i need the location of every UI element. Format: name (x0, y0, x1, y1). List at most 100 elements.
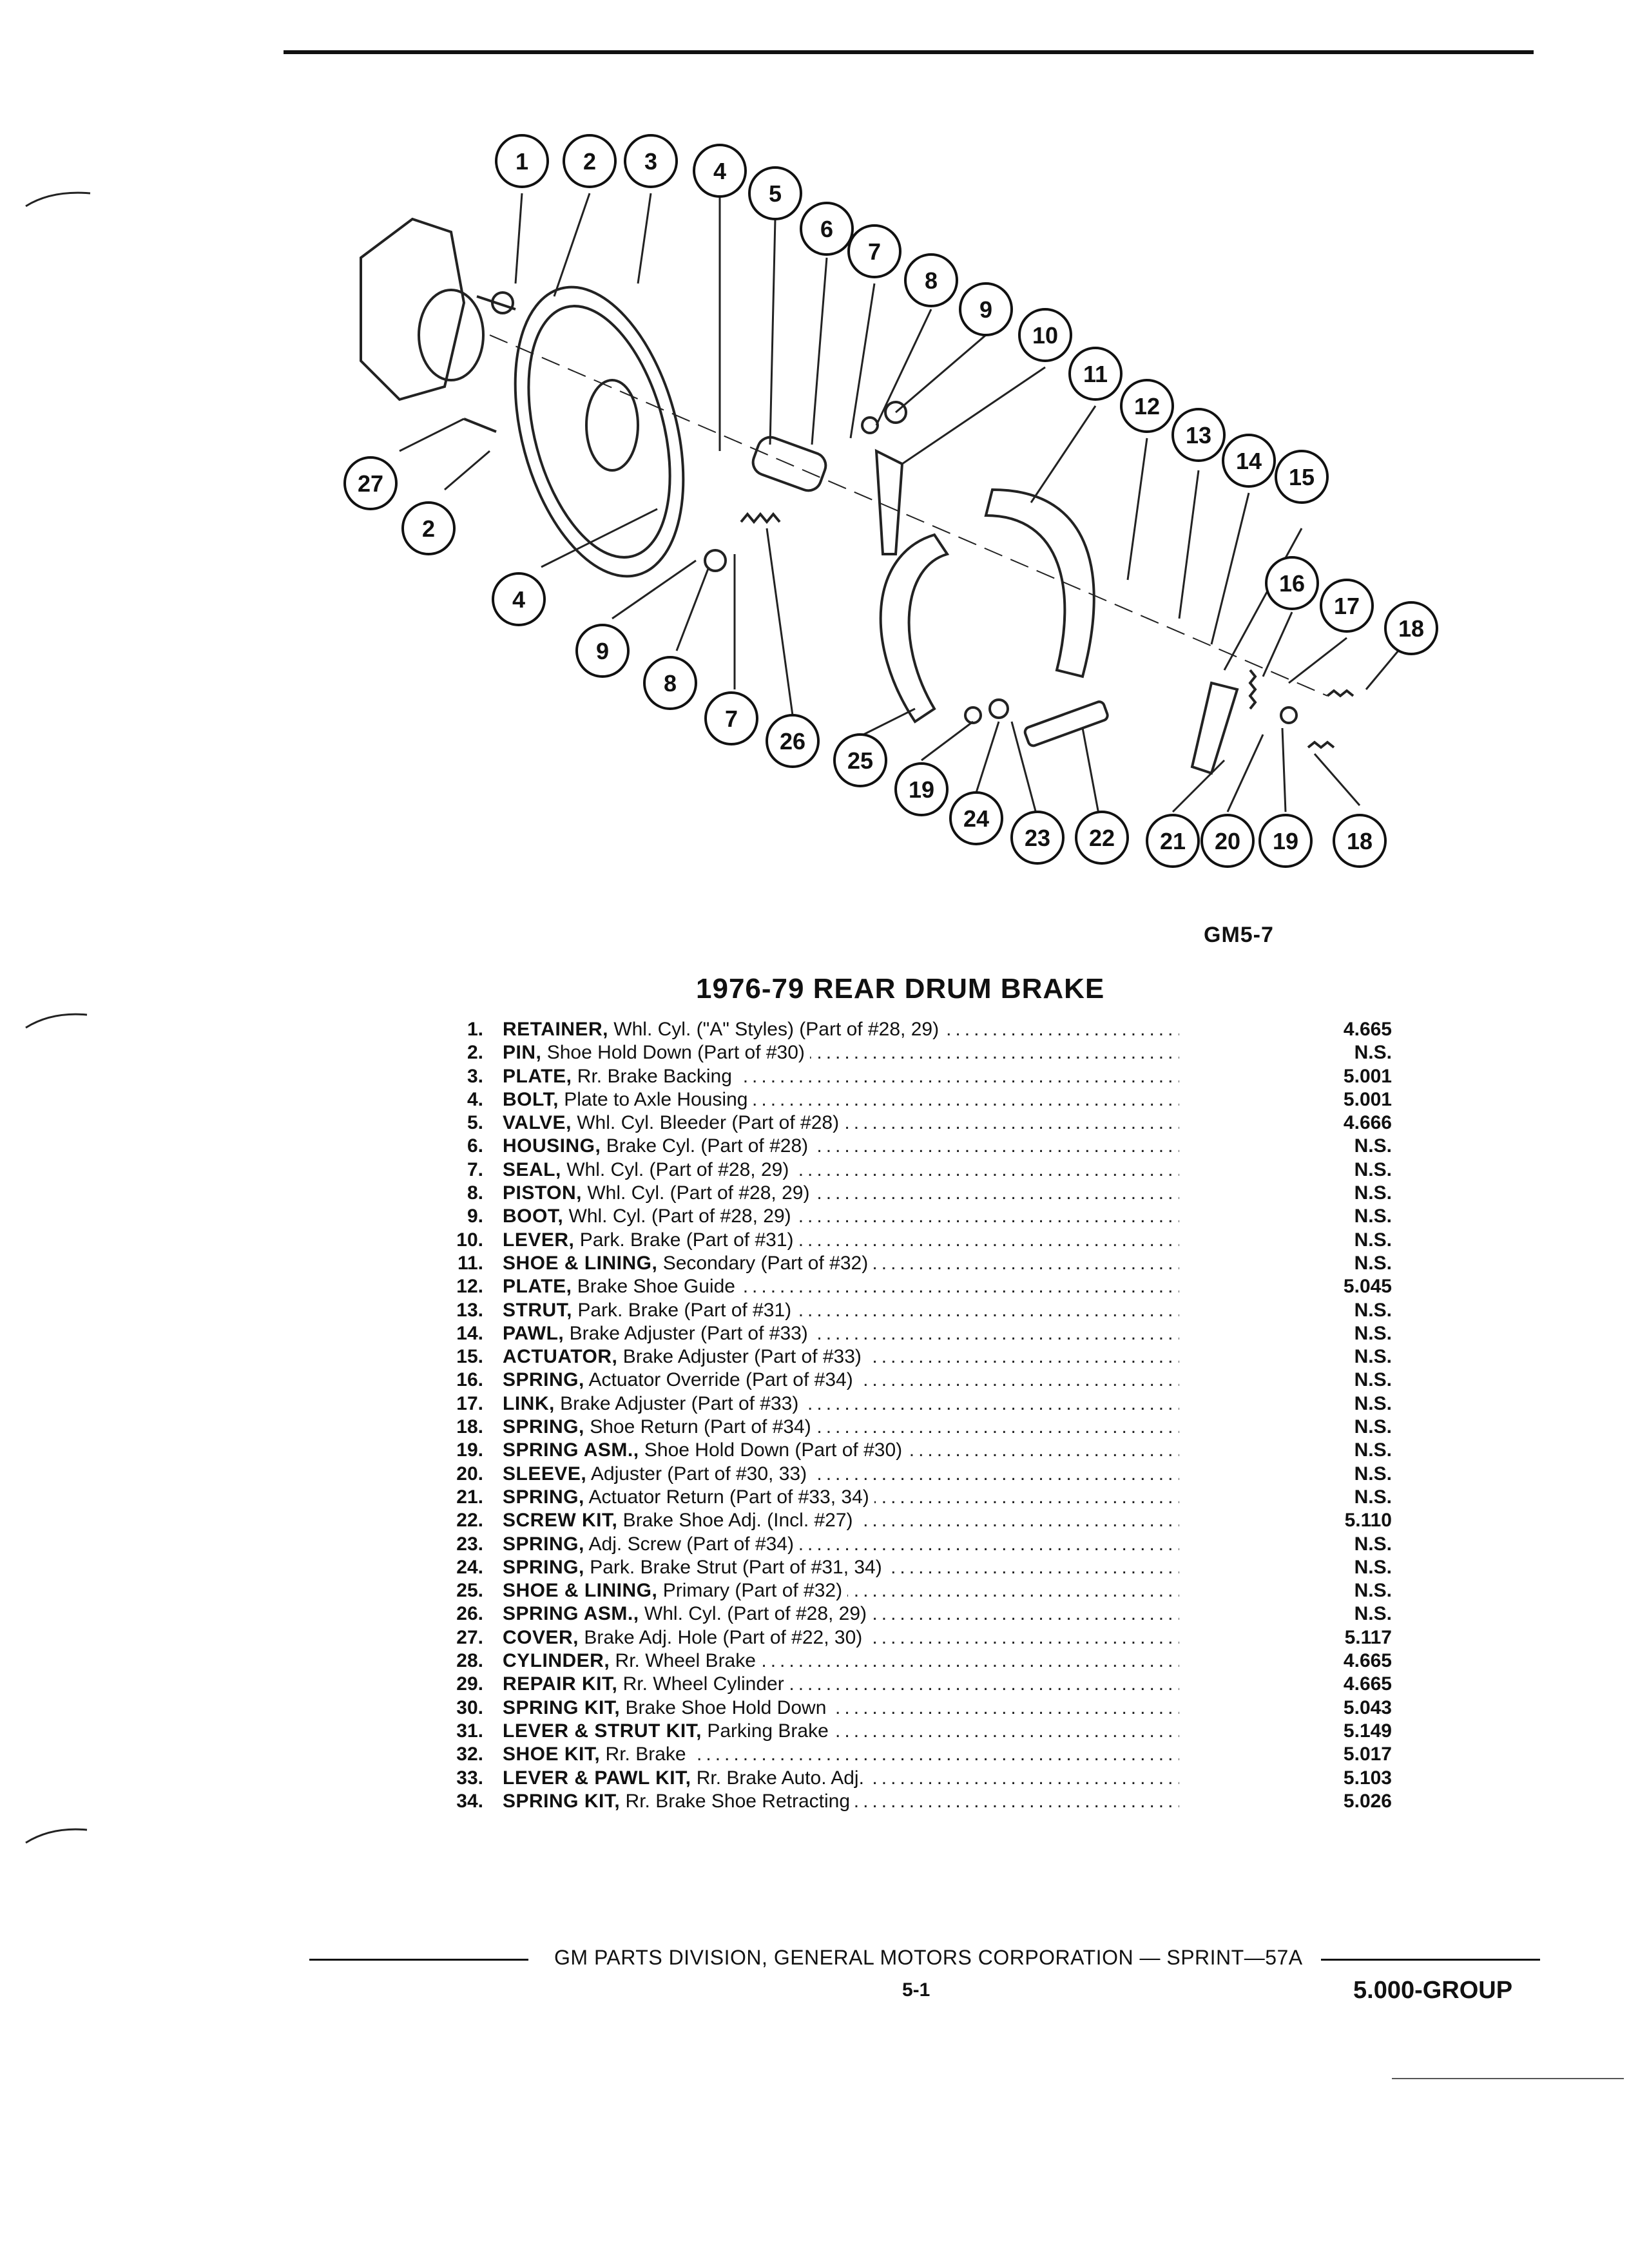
part-reference: 4.665 (1343, 1673, 1392, 1695)
part-row: 20......................................… (445, 1463, 1424, 1486)
part-row: 14......................................… (445, 1322, 1424, 1345)
part-number: 17. (456, 1392, 483, 1414)
callout-circle (1146, 814, 1200, 868)
part-number: 4. (467, 1088, 483, 1110)
callout-label: 19 (1273, 828, 1298, 854)
part-reference: N.S. (1354, 1603, 1392, 1625)
part-description: ........................................… (503, 1696, 1179, 1720)
part-row: 34......................................… (445, 1790, 1424, 1813)
callout-label: 24 (963, 805, 989, 832)
callout-circle (575, 624, 630, 678)
part-number: 25. (456, 1580, 483, 1602)
callout-circle (643, 656, 697, 710)
callout-circle (1200, 814, 1255, 868)
part-name: COVER, (503, 1626, 579, 1648)
part-description: ........................................… (503, 1533, 1179, 1556)
part-row: 18......................................… (445, 1416, 1424, 1439)
part-name: STRUT, (503, 1299, 572, 1321)
callout-label: 5 (769, 180, 782, 207)
part-description: ........................................… (503, 1416, 1179, 1439)
part-number: 31. (456, 1720, 483, 1742)
footer-rule-right (1321, 1959, 1540, 1961)
part-row: 28......................................… (445, 1649, 1424, 1673)
part-number: 19. (456, 1439, 483, 1461)
part-name: SHOE KIT, (503, 1744, 601, 1765)
callout-circle (495, 134, 549, 188)
part-row: 30......................................… (445, 1696, 1424, 1720)
part-row: 7.......................................… (445, 1158, 1424, 1182)
callout-label: 11 (1083, 361, 1108, 387)
part-reference: N.S. (1354, 1439, 1392, 1461)
part-description: ........................................… (503, 1509, 1179, 1532)
part-row: 16......................................… (445, 1369, 1424, 1392)
part-row: 27......................................… (445, 1626, 1424, 1649)
callout-label: 9 (596, 638, 609, 664)
callout-label: 22 (1089, 825, 1115, 851)
part-name: SEAL, (503, 1158, 561, 1180)
part-reference: N.S. (1354, 1392, 1392, 1414)
part-row: 33......................................… (445, 1767, 1424, 1790)
callout-circle (766, 714, 820, 768)
part-name: SCREW KIT, (503, 1510, 618, 1532)
callout-circle (1010, 811, 1065, 865)
part-number: 5. (467, 1112, 483, 1134)
part-row: 6.......................................… (445, 1135, 1424, 1158)
leader-lines (399, 193, 1400, 832)
part-description: ........................................… (503, 1743, 1179, 1766)
part-reference: 5.001 (1343, 1065, 1392, 1087)
part-name: CYLINDER, (503, 1650, 610, 1672)
callout-label: 2 (422, 515, 435, 542)
part-number: 30. (456, 1696, 483, 1718)
part-number: 8. (467, 1182, 483, 1204)
part-name: BOOT, (503, 1206, 564, 1227)
part-description: ........................................… (503, 1673, 1179, 1696)
part-reference: 5.149 (1343, 1720, 1392, 1742)
part-reference: N.S. (1354, 1463, 1392, 1485)
springs (740, 512, 781, 524)
part-description: ........................................… (503, 1579, 1179, 1602)
callout-label: 2 (583, 148, 596, 175)
backing-plate (514, 285, 685, 578)
part-reference: 5.103 (1343, 1767, 1392, 1789)
part-reference: 5.001 (1343, 1088, 1392, 1110)
callout-label: 26 (780, 728, 805, 754)
callout-circle (1068, 347, 1123, 401)
part-row: 21......................................… (445, 1486, 1424, 1509)
part-number: 22. (456, 1510, 483, 1532)
part-row: 17......................................… (445, 1392, 1424, 1416)
parts-list: 1.......................................… (445, 1018, 1424, 1813)
part-reference: N.S. (1354, 1252, 1392, 1274)
part-name: VALVE, (503, 1112, 572, 1134)
part-reference: N.S. (1354, 1299, 1392, 1321)
part-reference: N.S. (1354, 1206, 1392, 1227)
part-name: SPRING KIT, (503, 1696, 621, 1718)
callout-label: 16 (1279, 570, 1305, 597)
part-name: SPRING ASM., (503, 1439, 639, 1461)
part-description: ........................................… (503, 1299, 1179, 1322)
part-name: SHOE & LINING, (503, 1252, 658, 1274)
part-description: ........................................… (503, 1088, 1179, 1111)
part-name: LEVER & PAWL KIT, (503, 1767, 691, 1789)
part-name: BOLT, (503, 1088, 559, 1110)
part-name: LEVER, (503, 1229, 575, 1251)
park-brake-lever (874, 448, 904, 555)
part-number: 3. (467, 1065, 483, 1087)
part-reference: N.S. (1354, 1346, 1392, 1368)
part-description: ........................................… (503, 1626, 1179, 1649)
part-reference: N.S. (1354, 1158, 1392, 1180)
callout-circle (1075, 811, 1129, 865)
callout-circle (1275, 450, 1329, 504)
part-reference: N.S. (1354, 1182, 1392, 1204)
callout-circle (1320, 579, 1374, 633)
part-row: 11......................................… (445, 1252, 1424, 1275)
callout-circle (1258, 814, 1313, 868)
part-reference: 5.110 (1344, 1510, 1392, 1532)
part-number: 15. (456, 1346, 483, 1368)
footer-publisher: GM PARTS DIVISION, GENERAL MOTORS CORPOR… (554, 1946, 1303, 1969)
callout-label: 8 (664, 670, 677, 697)
part-row: 4.......................................… (445, 1088, 1424, 1111)
part-row: 29......................................… (445, 1673, 1424, 1696)
callout-circle (1265, 556, 1319, 610)
callout-label: 4 (512, 586, 525, 613)
callout-circle (1222, 434, 1276, 488)
